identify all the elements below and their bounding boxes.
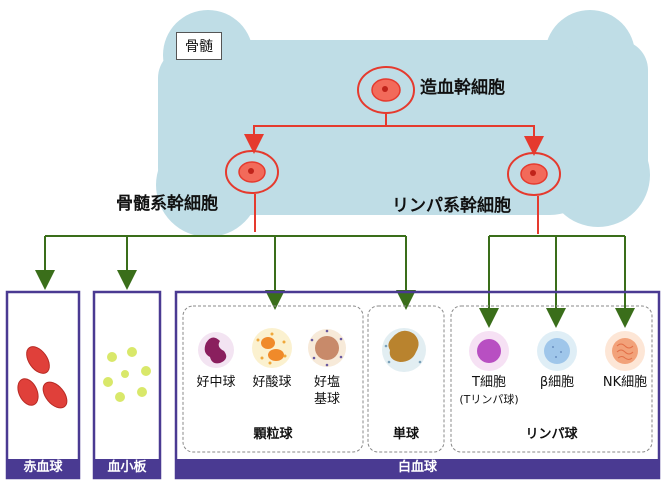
myeloid-stem-label: 骨髄系幹細胞 xyxy=(116,194,218,214)
neutrophil-icon xyxy=(198,332,234,368)
b-cell-label: β細胞 xyxy=(539,375,575,390)
granulocyte-group-label: 顆粒球 xyxy=(253,427,293,442)
t-cell-label: T細胞 xyxy=(472,375,506,390)
t-cell-sublabel: (Tリンパ球) xyxy=(459,393,519,406)
bone-marrow-shape xyxy=(156,10,650,237)
lymphoid-stem-label: リンパ系幹細胞 xyxy=(392,196,511,216)
basophil-label-2: 基球 xyxy=(313,392,340,407)
basophil-icon xyxy=(308,329,346,367)
rbc-footer: 赤血球 xyxy=(7,459,79,477)
hsc-label: 造血幹細胞 xyxy=(420,78,505,98)
nk-cell-icon xyxy=(605,331,645,371)
platelet-icons xyxy=(103,347,151,402)
purple-frames xyxy=(5,290,661,480)
red-arrows xyxy=(244,113,544,234)
eosinophil-label: 好酸球 xyxy=(252,375,292,390)
dashed-groups xyxy=(182,305,653,453)
monocyte-group-label: 単球 xyxy=(392,427,419,442)
platelet-footer: 血小板 xyxy=(94,459,160,477)
lymphocyte-group-label: リンパ球 xyxy=(525,427,578,442)
nk-cell-label: NK細胞 xyxy=(602,375,648,390)
monocyte-icon xyxy=(382,328,426,372)
basophil-label-1: 好塩 xyxy=(313,375,340,390)
bone-marrow-label: 骨髄 xyxy=(176,32,222,60)
b-cell-icon xyxy=(537,331,577,371)
t-cell-icon xyxy=(469,331,509,371)
rbc-icons xyxy=(17,346,68,409)
eosinophil-icon xyxy=(252,328,292,368)
green-arrows xyxy=(35,235,635,328)
myeloid-stem-cell-icon xyxy=(225,150,279,194)
wbc-footer: 白血球 xyxy=(176,459,659,477)
neutrophil-label: 好中球 xyxy=(196,375,236,390)
